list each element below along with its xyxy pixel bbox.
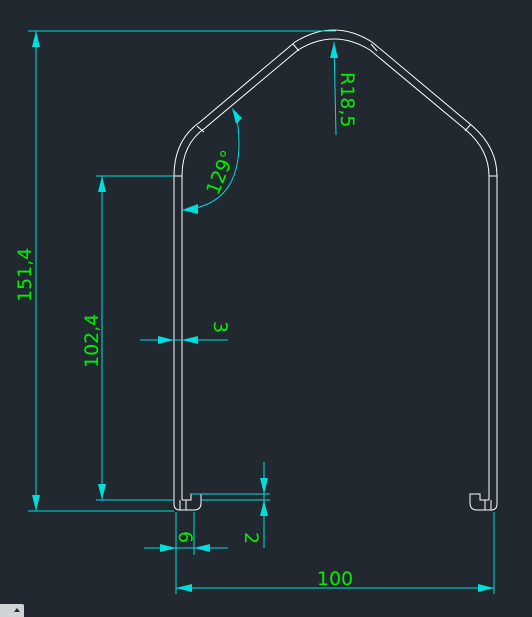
overall-height-label: 151,4 [14,248,36,302]
arrow-head [176,584,192,592]
dimension-wall-thickness[interactable]: 3 [140,321,231,344]
arrow-head [158,336,174,344]
arrow-head [194,544,210,552]
overall-width-label: 100 [317,568,353,590]
arrow-head [32,31,40,47]
arrow-head [98,176,106,192]
tangent-line [370,43,378,52]
bend-radius-label: R18,5 [336,72,358,128]
left-foot [173,493,202,511]
arrow-head [260,500,268,516]
bend-angle-label: 129° [202,147,240,198]
arrow-head [330,42,338,58]
arrow-head [32,495,40,511]
tangent-line [196,125,205,133]
panel-toggle-tab[interactable] [0,604,24,617]
tangent-line [464,123,472,132]
dimension-bend-angle[interactable]: 129° [181,108,242,214]
foot-width-label: 6 [174,531,196,543]
arrow-head [260,478,268,494]
dimension-overall-height[interactable]: 151,4 [14,30,336,512]
leg-height-label: 102,4 [81,314,103,368]
dimension-overall-width[interactable]: 100 [175,512,495,594]
dimension-bend-radius[interactable]: R18,5 [330,41,358,136]
tangent-line [292,43,300,52]
dimension-foot-height[interactable]: 2 [191,462,270,548]
dimension-foot-width[interactable]: 6 [144,512,228,555]
arrow-head [232,108,242,124]
arrow-head [160,544,176,552]
chevron-up-icon [14,608,20,612]
arrow-head [182,336,198,344]
wall-thickness-label: 3 [209,321,231,333]
foot-height-label: 2 [240,532,262,544]
arrow-head [478,584,494,592]
right-foot [469,493,498,511]
dimension-leg-height[interactable]: 102,4 [81,175,174,501]
bracket-outer-contour [173,29,498,500]
bracket-outline [173,29,498,511]
arrow-head [98,484,106,500]
bracket-inner-contour [181,38,490,500]
arrow-head [182,204,198,214]
